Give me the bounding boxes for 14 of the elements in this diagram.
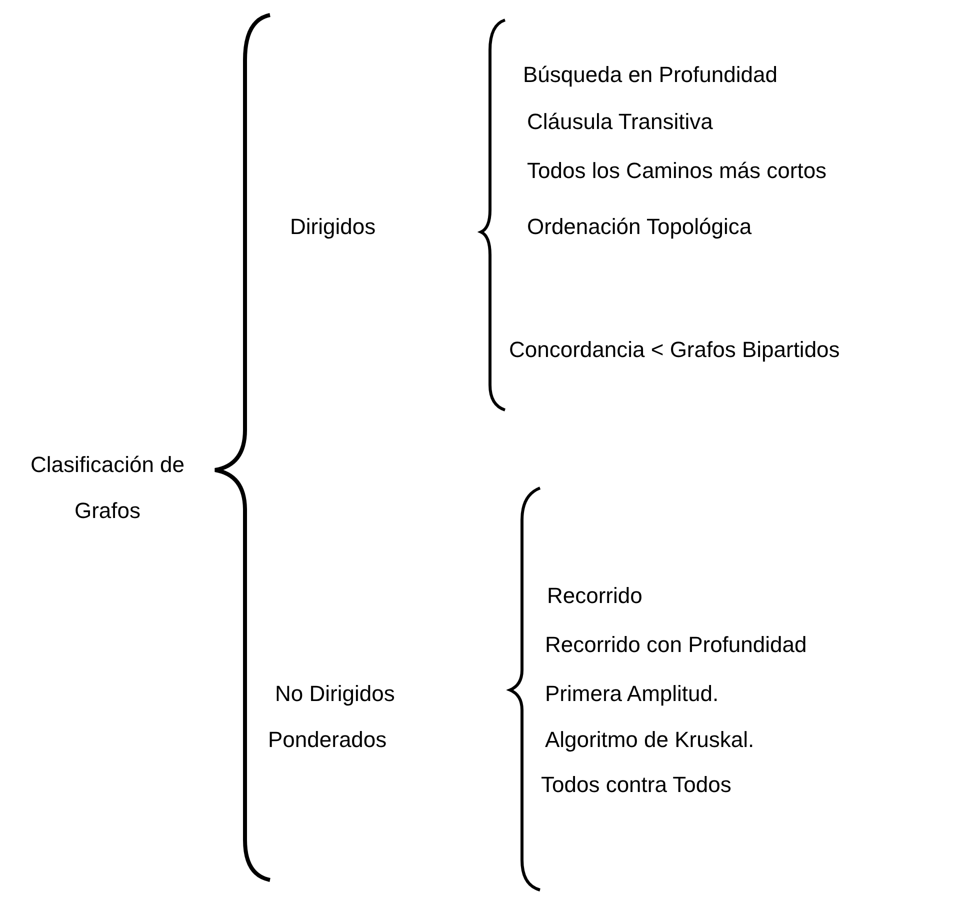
item-label: Todos contra Todos [541,772,732,798]
category-label: Ponderados [268,727,387,753]
item-label: Todos los Caminos más cortos [527,158,827,184]
category-label: No Dirigidos [275,681,395,707]
item-label: Algoritmo de Kruskal. [545,727,754,753]
category-label: Dirigidos [290,214,376,240]
item-label: Ordenación Topológica [527,214,752,240]
item-label: Concordancia < Grafos Bipartidos [509,337,840,363]
root-label: Clasificación de Grafos [29,451,186,525]
item-label: Cláusula Transitiva [527,109,713,135]
item-label: Primera Amplitud. [545,681,719,707]
item-label: Recorrido [547,583,642,609]
item-label: Recorrido con Profundidad [545,632,807,658]
item-label: Búsqueda en Profundidad [523,62,778,88]
